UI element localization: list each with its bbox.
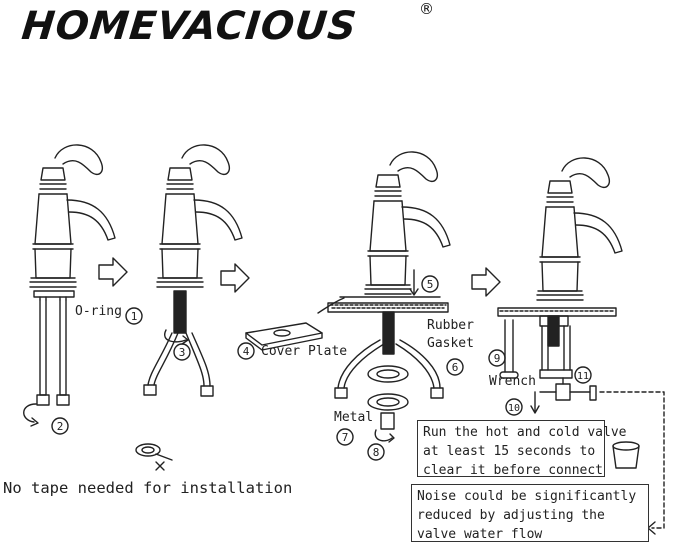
valve-note-line-3: clear it before connect — [423, 463, 604, 478]
step-number-1: 1 — [131, 310, 138, 323]
label-metal: Metal — [334, 410, 374, 425]
step-number-7: 7 — [342, 431, 349, 444]
step-number-3: 3 — [179, 346, 186, 359]
faucet-step-3 — [143, 144, 243, 397]
label-cover-plate: Cover Plate — [261, 344, 348, 359]
valve-note-line-2: at least 15 seconds to — [423, 444, 596, 459]
no-tape-icon — [135, 443, 173, 471]
label-wrench: Wrench — [489, 374, 536, 389]
valve-note-line-1: Run the hot and cold valve — [423, 425, 627, 440]
noise-note-line-3: valve water flow — [417, 527, 543, 542]
noise-note-line-2: reduced by adjusting the — [417, 508, 605, 523]
cover-plate — [245, 297, 345, 351]
step-number-8: 8 — [373, 446, 380, 459]
registered-mark: ® — [419, 0, 434, 18]
step-number-4: 4 — [243, 345, 250, 358]
noise-note-line-1: Noise could be significantly — [417, 489, 637, 504]
step-numbers: 1 2 3 4 5 6 7 8 9 10 11 — [57, 278, 589, 459]
no-tape-note: No tape needed for installation — [3, 479, 293, 497]
step-number-5: 5 — [427, 278, 434, 291]
step-number-10: 10 — [508, 403, 520, 414]
step-number-11: 11 — [577, 371, 589, 382]
faucet-step-1 — [23, 144, 116, 427]
faucet-step-5 — [327, 151, 451, 443]
label-rubber: Rubber — [427, 318, 474, 333]
step-number-2: 2 — [57, 420, 64, 433]
noise-instruction-box: Noise could be significantly reduced by … — [411, 484, 649, 542]
step-number-9: 9 — [494, 352, 501, 365]
step-number-6: 6 — [452, 361, 459, 374]
label-gasket: Gasket — [427, 336, 474, 351]
cup-icon — [612, 441, 640, 469]
valve-instruction-box: Run the hot and cold valve at least 15 s… — [417, 420, 627, 478]
process-arrows — [98, 257, 501, 297]
label-oring: O-ring — [75, 304, 122, 319]
